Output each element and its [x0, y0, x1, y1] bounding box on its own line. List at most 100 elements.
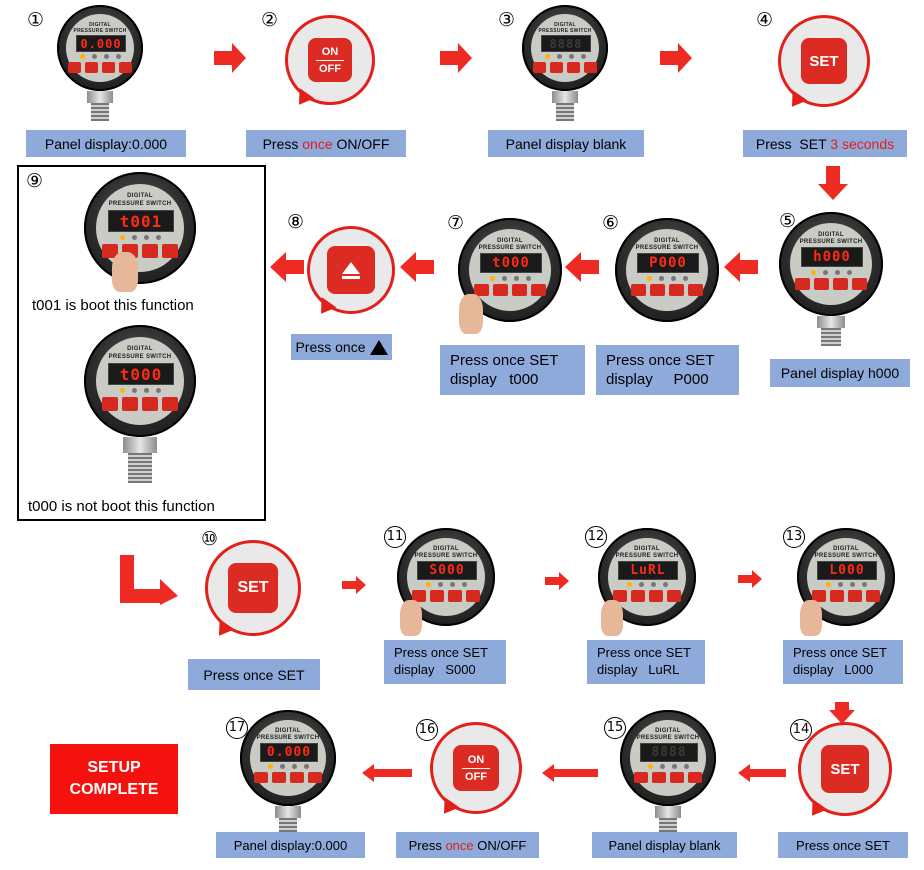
arrow-right [660, 43, 692, 73]
gauge-display: S000 [417, 561, 477, 580]
step-number: ① [27, 9, 45, 31]
gauge-subtitle: PRESSURE SWITCH [414, 553, 478, 559]
step-label: Panel display:0.000 [216, 832, 365, 858]
set-key: SET [228, 563, 278, 613]
step-number: ③ [498, 9, 516, 31]
pressure-gauge: DIGITAL PRESSURE SWITCH S000 [394, 528, 498, 638]
arrow-right [545, 572, 569, 590]
on-off-key: ON OFF [453, 745, 499, 791]
step-number: 14 [790, 719, 812, 741]
step-number: ⑧ [287, 211, 305, 233]
step-number: ⑥ [602, 212, 620, 234]
gauge-subtitle: PRESSURE SWITCH [108, 354, 172, 360]
pressure-gauge: DIGITAL PRESSURE SWITCH 8888 [520, 5, 610, 123]
up-key-callout [307, 226, 395, 319]
pressure-gauge: DIGITAL PRESSURE SWITCH h000 [776, 212, 886, 352]
gauge-title: DIGITAL [497, 238, 523, 244]
gauge-title: DIGITAL [654, 238, 680, 244]
on-label: ON [467, 753, 485, 766]
step-number: 15 [604, 717, 626, 739]
pressure-gauge: DIGITAL PRESSURE SWITCH t000 [455, 218, 565, 338]
gauge-display: 8888 [640, 743, 698, 762]
up-triangle-icon [342, 262, 360, 279]
pressure-gauge: DIGITAL PRESSURE SWITCH L000 [794, 528, 898, 638]
arrow-right [342, 576, 366, 594]
off-label: OFF [465, 770, 487, 783]
arrow-left [542, 764, 598, 782]
gauge-title: DIGITAL [433, 546, 459, 552]
pressure-gauge: DIGITAL PRESSURE SWITCH 8888 [616, 710, 720, 834]
setup-complete-banner: SETUP COMPLETE [50, 744, 178, 814]
gauge-display: P000 [637, 253, 699, 273]
gauge-subtitle: PRESSURE SWITCH [636, 735, 700, 741]
step-label: Panel display blank [592, 832, 737, 858]
step-number: 17 [226, 717, 248, 739]
arrow-left [738, 764, 786, 782]
gauge-display: h000 [801, 247, 863, 267]
step-number: ⑦ [447, 212, 465, 234]
gauge-subtitle: PRESSURE SWITCH [256, 735, 320, 741]
gauge-title: DIGITAL [127, 346, 153, 352]
step-number: 12 [585, 526, 607, 548]
gauge-title: DIGITAL [818, 232, 844, 238]
arrow-left [565, 252, 599, 282]
gauge-subtitle: PRESSURE SWITCH [814, 553, 878, 559]
step-number: ⑤ [779, 210, 797, 232]
on-off-key-callout: ON OFF [430, 722, 522, 819]
step-label: Press SET 3 seconds [743, 130, 907, 157]
gauge-subtitle: PRESSURE SWITCH [478, 245, 542, 251]
arrow-right [440, 43, 472, 73]
arrow-left [270, 252, 304, 282]
gauge-display: t000 [480, 253, 542, 273]
set-key: SET [821, 745, 869, 793]
arrow-left [362, 764, 412, 782]
gauge-title: DIGITAL [634, 546, 660, 552]
pressure-gauge: DIGITAL PRESSURE SWITCH 0.000 [236, 710, 340, 834]
set-key-callout: SET [798, 722, 892, 821]
step-label: Press once SET [778, 832, 908, 858]
arrow-down [829, 702, 855, 724]
step-number: ⑨ [26, 170, 44, 192]
arrow-right [214, 43, 246, 73]
gauge-display: 0.000 [260, 743, 318, 762]
set-key: SET [801, 38, 847, 84]
gauge-display: 0.000 [76, 35, 126, 52]
step-number: 16 [416, 719, 438, 741]
up-triangle-icon [369, 339, 388, 355]
on-off-key: ON OFF [308, 38, 352, 82]
step-number: ② [261, 9, 279, 31]
step-label: Press once SET display t000 [440, 345, 585, 395]
step-label: Press once SET display S000 [384, 640, 506, 684]
gauge-subtitle: PRESSURE SWITCH [73, 28, 127, 34]
on-off-key-callout: ON OFF [285, 15, 375, 110]
gauge-title: DIGITAL [89, 22, 111, 28]
gauge-title: DIGITAL [833, 546, 859, 552]
function-status-panel [17, 165, 266, 521]
gauge-display: 8888 [541, 35, 591, 52]
pressure-gauge-boot-on: DIGITAL PRESSURE SWITCH t001 [82, 172, 198, 292]
step-label: Press once SET display LuRL [587, 640, 705, 684]
gauge-display: t001 [108, 210, 174, 232]
pressure-gauge: DIGITAL PRESSURE SWITCH P000 [612, 218, 722, 338]
gauge-subtitle: PRESSURE SWITCH [635, 245, 699, 251]
step-label: Panel display blank [488, 130, 644, 157]
pressure-gauge: DIGITAL PRESSURE SWITCH 0.000 [55, 5, 145, 123]
step-label: Press once SET display P000 [596, 345, 739, 395]
step-label: Press once ON/OFF [396, 832, 539, 858]
gauge-subtitle: PRESSURE SWITCH [799, 239, 863, 245]
step-number: 11 [384, 526, 406, 548]
pressure-gauge-boot-off: DIGITAL PRESSURE SWITCH t000 [82, 325, 198, 489]
boot-on-caption: t001 is boot this function [32, 297, 194, 314]
step-label: Panel display:0.000 [26, 130, 186, 157]
gauge-display: L000 [817, 561, 877, 580]
step-label: Panel display h000 [770, 359, 910, 387]
step-label: Press once SET [188, 659, 320, 690]
off-label: OFF [319, 62, 341, 75]
up-arrow-key [327, 246, 375, 294]
gauge-title: DIGITAL [275, 728, 301, 734]
gauge-display: t000 [108, 363, 174, 385]
set-key-callout: SET [205, 540, 301, 641]
arrow-corner [120, 555, 178, 605]
gauge-title: DIGITAL [554, 22, 576, 28]
gauge-subtitle: PRESSURE SWITCH [615, 553, 679, 559]
